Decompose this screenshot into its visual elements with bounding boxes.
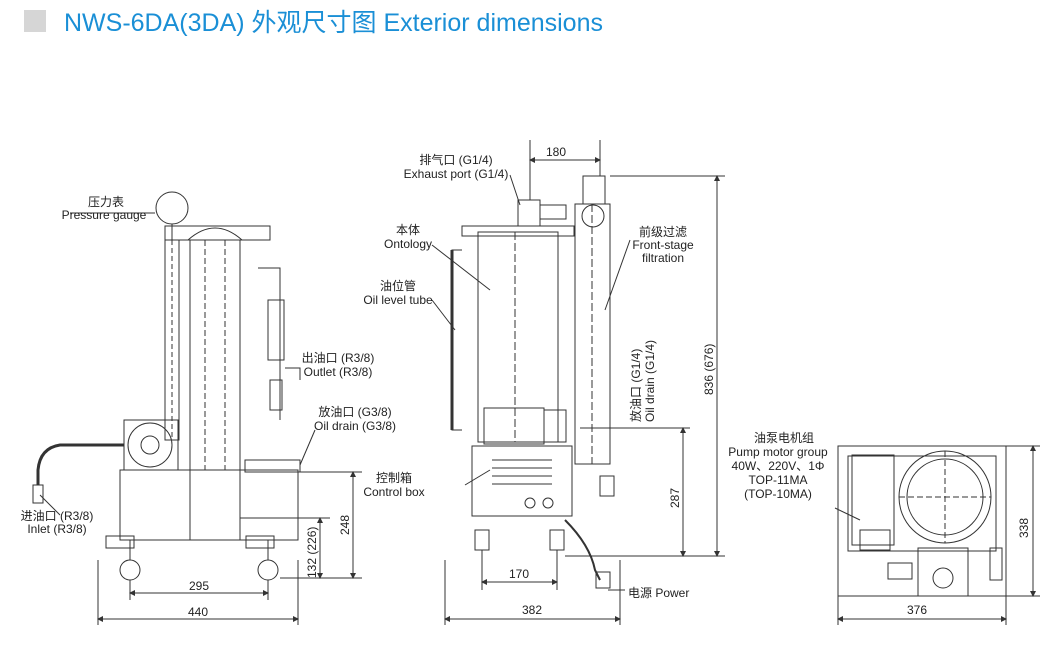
dim-382: 382 — [522, 603, 542, 617]
label-ontology-cn: 本体 — [396, 223, 420, 237]
front-view-dimensions — [444, 140, 725, 625]
main-body — [477, 231, 559, 443]
header-square-icon — [24, 10, 46, 32]
column-cap — [186, 227, 244, 241]
label-pump-en: Pump motor group — [728, 445, 828, 459]
label-front-stage-en2: filtration — [642, 251, 684, 265]
top-view — [834, 445, 1007, 597]
label-oil-drain-cn: 放油口 (G3/8) — [318, 404, 391, 419]
label-pressure-gauge-cn: 压力表 — [88, 195, 124, 209]
label-inlet-cn: 进油口 (R3/8) — [21, 509, 94, 523]
left-view-dimensions — [97, 471, 362, 625]
annotation-labels: 压力表 Pressure gauge 出油口 (R3/8) Outlet (R3… — [21, 145, 1031, 619]
pump-flange — [127, 422, 173, 468]
page-title: NWS-6DA(3DA) 外观尺寸图 Exterior dimensions — [64, 9, 603, 37]
left-side-view — [32, 191, 316, 581]
label-oil-level-cn: 油位管 — [380, 278, 416, 293]
label-drain-g14-cn: 放油口 (G1/4) — [628, 349, 643, 422]
label-exhaust-cn: 排气口 (G1/4) — [419, 152, 492, 167]
dim-836-676: 836 (676) — [702, 344, 716, 395]
base-cabinet — [119, 469, 299, 541]
label-exhaust-en: Exhaust port (G1/4) — [404, 167, 509, 181]
label-outlet-cn: 出油口 (R3/8) — [302, 351, 375, 365]
label-pressure-gauge-en: Pressure gauge — [62, 208, 147, 222]
label-pump-spec: 40W、220V、1Φ — [732, 459, 825, 473]
dim-376: 376 — [907, 603, 927, 617]
label-front-stage-cn: 前级过滤 — [639, 224, 687, 239]
label-oil-level-en: Oil level tube — [363, 293, 433, 307]
label-inlet-en: Inlet (R3/8) — [27, 522, 86, 536]
dim-132-226: 132 (226) — [305, 527, 319, 578]
label-pump-cn: 油泵电机组 — [754, 431, 814, 445]
top-view-dimensions — [837, 445, 1040, 625]
dim-287: 287 — [668, 488, 682, 508]
dim-248: 248 — [338, 515, 352, 535]
pressure-gauge-icon — [155, 191, 189, 225]
control-box — [471, 445, 573, 517]
label-drain-g14-en: Oil drain (G1/4) — [643, 340, 657, 422]
label-control-box-en: Control box — [363, 485, 424, 499]
label-front-stage-en1: Front-stage — [632, 238, 694, 252]
label-pump-model2: (TOP-10MA) — [744, 487, 812, 501]
dim-440: 440 — [188, 605, 208, 619]
label-pump-model1: TOP-11MA — [749, 473, 808, 487]
label-power: 电源 Power — [628, 586, 689, 600]
dim-170: 170 — [509, 567, 529, 581]
page-header: NWS-6DA(3DA) 外观尺寸图 Exterior dimensions — [24, 4, 603, 38]
front-view — [431, 174, 631, 591]
main-column — [189, 239, 241, 471]
dim-295: 295 — [189, 579, 209, 593]
label-outlet-en: Outlet (R3/8) — [304, 365, 373, 379]
dim-338: 338 — [1017, 518, 1031, 538]
label-control-box-cn: 控制箱 — [376, 470, 412, 485]
dim-180: 180 — [546, 145, 566, 159]
pump-motor-block — [851, 454, 895, 546]
label-oil-drain-en: Oil drain (G3/8) — [314, 419, 396, 433]
label-ontology-en: Ontology — [384, 237, 432, 251]
